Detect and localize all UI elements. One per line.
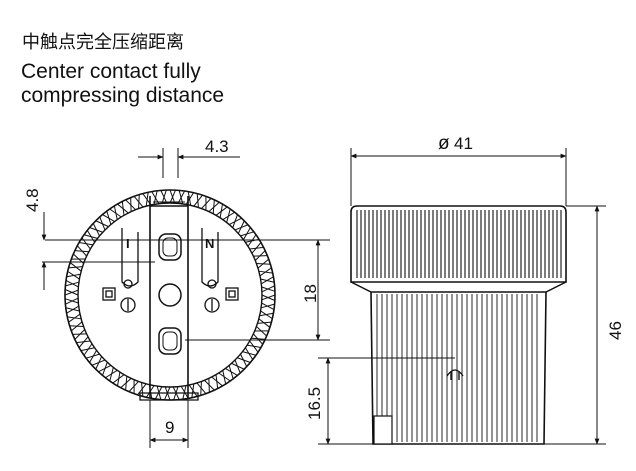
taper xyxy=(350,281,567,293)
dim-contact-value: 16.5 xyxy=(305,387,324,420)
mark-I: I xyxy=(126,236,130,251)
center-hole xyxy=(158,283,182,307)
dim-top-value: 4.3 xyxy=(205,137,229,156)
title-english-line-2: compressing distance xyxy=(21,84,225,107)
dim-right-value: 18 xyxy=(301,284,320,303)
left-contact xyxy=(121,228,139,287)
title-chinese: 中触点完全压缩距离 xyxy=(22,32,184,53)
dim-diameter-value: 41 xyxy=(454,134,473,153)
front-dimensions xyxy=(41,148,321,448)
cap-outline xyxy=(350,205,567,283)
side-view xyxy=(350,205,567,445)
title-english: Center contact fully compressing distanc… xyxy=(21,60,224,108)
screw-left xyxy=(120,297,136,313)
mark-N: N xyxy=(205,236,214,251)
body-ribs xyxy=(376,294,538,442)
dim-bottom-value: 9 xyxy=(165,418,174,437)
title-english-line-1: Center contact fully xyxy=(21,60,201,83)
knurl-pattern xyxy=(64,189,276,401)
inner-rim xyxy=(77,202,263,388)
terminal-right xyxy=(225,287,239,301)
slot-top xyxy=(158,233,182,261)
slot-bottom xyxy=(158,327,182,355)
side-dimensions xyxy=(318,148,606,445)
body-outline xyxy=(370,291,547,445)
terminal-left xyxy=(102,287,116,301)
screw-right xyxy=(204,297,220,313)
contact-window xyxy=(373,415,393,445)
contact-mark xyxy=(446,369,464,377)
right-contact xyxy=(201,228,219,287)
diameter-symbol: ø xyxy=(438,133,450,154)
contact-strip xyxy=(149,196,189,398)
dim-left-value: 4.8 xyxy=(23,188,42,212)
front-view xyxy=(42,189,330,401)
dim-height-value: 46 xyxy=(606,321,625,340)
cap-ribs xyxy=(356,210,562,278)
